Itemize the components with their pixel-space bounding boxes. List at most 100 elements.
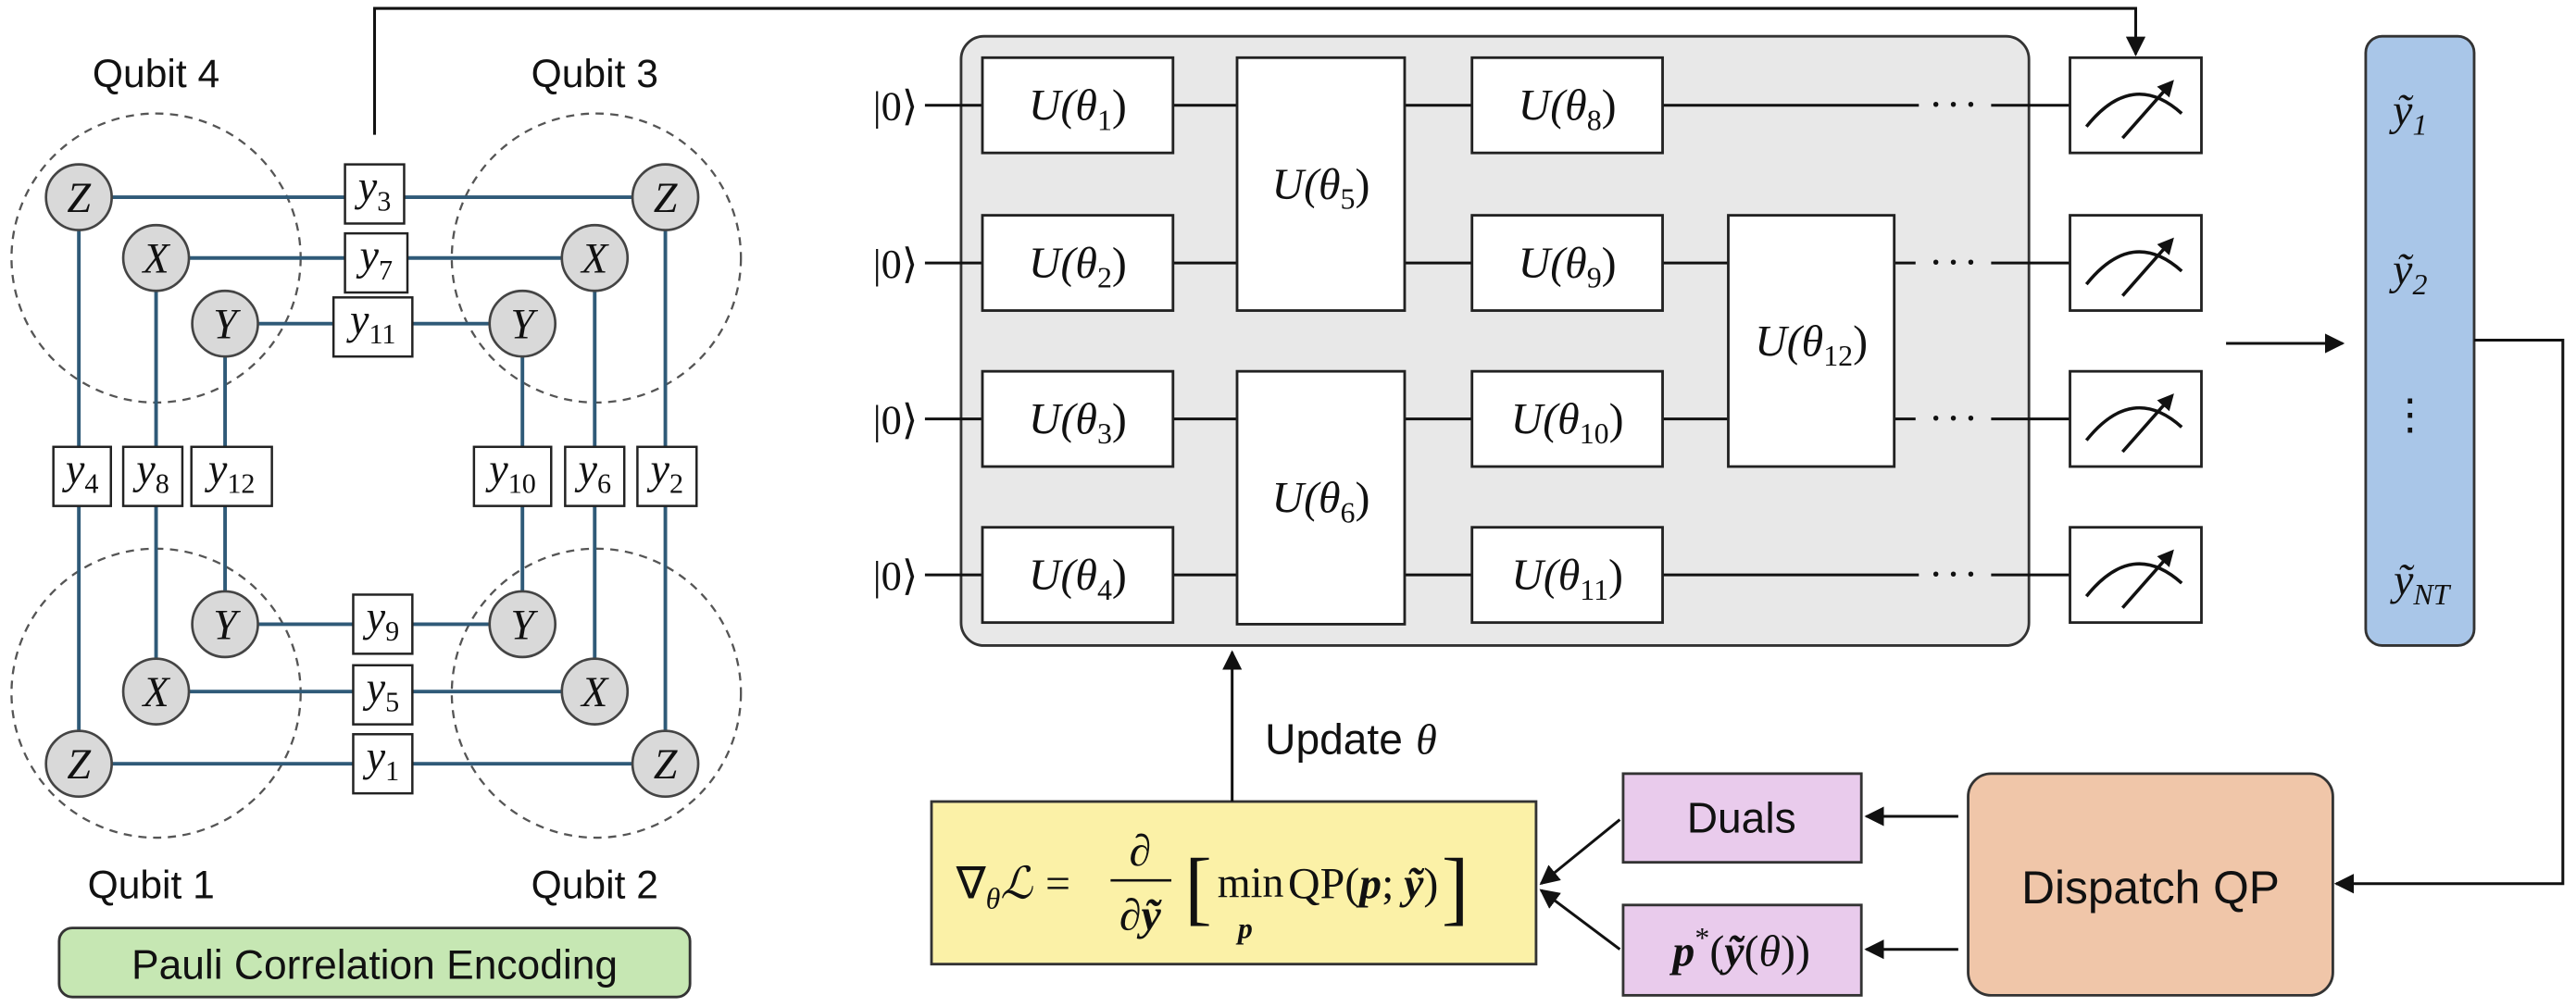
gate-symbol: U(θ	[1511, 395, 1580, 444]
gradient-qp-expression: QP(p;ỹ)]	[1288, 842, 1469, 933]
meter-icon	[2084, 562, 2183, 598]
correlator-label: y12	[205, 445, 256, 500]
correlator-symbol: y	[363, 732, 386, 779]
gate-close: )	[1112, 81, 1127, 131]
pauli-node-label: X	[141, 235, 170, 282]
correlator-label: y4	[62, 445, 99, 500]
qubit-3-label: Qubit 3	[531, 52, 658, 96]
gate-index: 1	[1097, 104, 1112, 136]
qubit-2-label: Qubit 2	[531, 864, 658, 908]
correlator-box	[564, 445, 626, 507]
correlator-box	[121, 445, 184, 507]
update-word: Update	[1265, 715, 1403, 764]
correlator-label: y11	[346, 295, 396, 350]
input-state-label: |0⟩	[873, 553, 918, 599]
measurement-box	[2069, 526, 2203, 625]
input-state-label: |0⟩	[873, 397, 918, 443]
primal-open: (	[1709, 926, 1724, 976]
output-label: ỹ1	[2389, 86, 2427, 142]
input-state-label: |0⟩	[873, 241, 918, 287]
output-index: NT	[2412, 578, 2451, 611]
correlator-symbol: y	[132, 445, 156, 492]
gate-close: )	[1356, 474, 1370, 523]
gradient-sep: ;	[1382, 860, 1394, 909]
pauli-node-label: Z	[654, 740, 679, 788]
arrow-outputs-to-dispatch	[2333, 338, 2565, 894]
pauli-node	[560, 657, 630, 726]
meter-icon	[2084, 405, 2183, 441]
measurement-box	[2069, 56, 2203, 155]
gate-label: U(θ11)	[1511, 551, 1623, 606]
gradient-y: ỹ	[1399, 860, 1425, 909]
output-label: ỹ2	[2389, 245, 2427, 301]
gradient-den-var: ỹ	[1137, 890, 1163, 939]
gate-box	[1470, 526, 1664, 625]
pauli-node	[191, 590, 259, 659]
gate-index: 4	[1097, 574, 1112, 606]
measurement-box	[2069, 214, 2203, 312]
correlator-box	[344, 231, 409, 294]
wire-ellipsis: ···	[1929, 238, 1982, 285]
gate-symbol: U(θ	[1755, 317, 1823, 366]
gate-box	[1235, 56, 1407, 312]
wire-ellipsis: ···	[1929, 81, 1982, 128]
correlator-box	[190, 445, 273, 507]
output-symbol: ỹ	[2389, 245, 2414, 294]
circuit-panel	[959, 34, 2031, 647]
gradient-equals: =	[1045, 860, 1070, 909]
gradient-qp: QP(	[1288, 860, 1359, 909]
gradient-den-partial: ∂	[1119, 890, 1142, 939]
pauli-node	[121, 657, 191, 726]
gate-index: 8	[1587, 104, 1602, 136]
gate-symbol: U(θ	[1029, 81, 1097, 131]
correlator-label: y5	[363, 664, 400, 718]
correlator-box	[352, 664, 414, 726]
correlator-index: 5	[385, 686, 399, 717]
correlator-symbol: y	[62, 445, 85, 492]
correlator-label: y8	[132, 445, 169, 500]
primal-theta: θ	[1759, 926, 1782, 976]
pauli-node	[488, 289, 557, 358]
gate-label: U(θ4)	[1029, 551, 1127, 606]
output-vertical-ellipsis: ⋮	[2389, 391, 2432, 438]
correlator-symbol: y	[346, 295, 369, 342]
gate-close: )	[1609, 395, 1624, 444]
meter-needle-icon	[2120, 549, 2174, 609]
gate-symbol: U(θ	[1029, 395, 1097, 444]
correlator-symbol: y	[363, 664, 386, 711]
gate-label: U(θ3)	[1029, 395, 1127, 451]
gradient-close-bracket: ]	[1442, 842, 1469, 933]
gate-label: U(θ5)	[1271, 160, 1369, 216]
primal-y: ỹ	[1719, 926, 1745, 976]
measurement-box	[2069, 369, 2203, 468]
arrow-primal-to-gradient	[1539, 889, 1621, 951]
primal-p: p	[1669, 926, 1694, 976]
gate-box	[981, 369, 1175, 468]
correlator-label: y6	[574, 445, 611, 500]
correlator-index: 2	[669, 467, 683, 499]
meter-needle-icon	[2120, 80, 2174, 140]
correlator-box	[331, 296, 414, 358]
gate-index: 9	[1587, 262, 1602, 294]
correlator-box	[344, 163, 406, 225]
gradient-lhs: ∇θℒ=	[956, 860, 1070, 915]
dispatch-qp-label: Dispatch QP	[2021, 862, 2280, 914]
correlator-symbol: y	[205, 445, 228, 492]
pauli-node	[488, 590, 557, 659]
gate-label: U(θ8)	[1519, 81, 1617, 137]
caption-box	[57, 926, 692, 999]
correlator-box	[636, 445, 698, 507]
correlator-symbol: y	[363, 593, 386, 640]
output-symbol: ỹ	[2390, 555, 2415, 604]
primal-star: *	[1694, 922, 1709, 954]
correlator-box	[352, 593, 414, 655]
pauli-node-label: X	[141, 668, 170, 715]
correlator-index: 1	[385, 755, 399, 787]
gate-symbol: U(θ	[1029, 551, 1097, 600]
wire-ellipsis: ···	[1929, 550, 1982, 597]
correlator-label: y3	[355, 163, 392, 218]
gradient-close-paren: )	[1423, 860, 1438, 909]
gate-label: U(θ12)	[1755, 317, 1868, 372]
gate-close: )	[1112, 551, 1127, 600]
